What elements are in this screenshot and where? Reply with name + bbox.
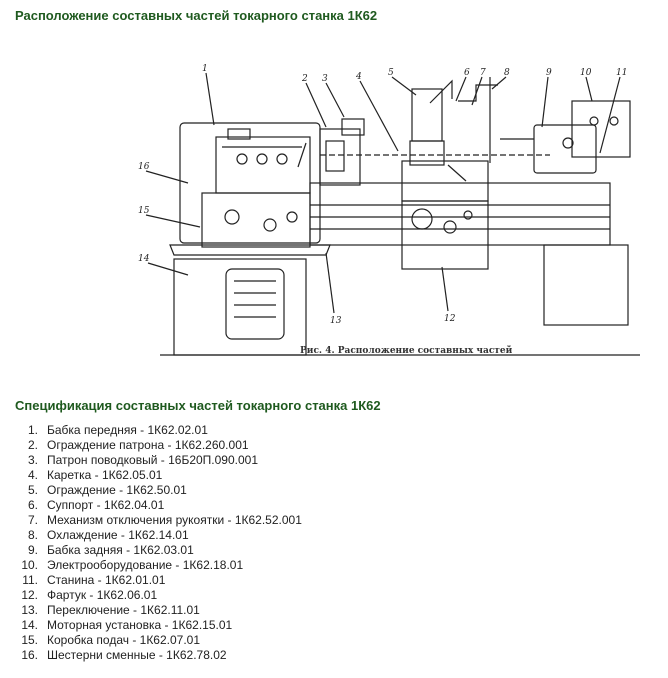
- callout-5: 5: [388, 68, 394, 78]
- item-number: 1.: [27, 423, 38, 437]
- item-text: Патрон поводковый - 16Б20П.090.001: [47, 453, 258, 467]
- apron: [401, 200, 489, 270]
- callout-3: 3: [322, 74, 328, 84]
- callout-9: 9: [546, 68, 552, 78]
- item-text: Охлаждение - 1К62.14.01: [47, 528, 189, 542]
- callout-10: 10: [580, 68, 592, 78]
- callout-8: 8: [504, 68, 510, 78]
- item-number: 13.: [21, 603, 38, 617]
- item-text: Бабка передняя - 1К62.02.01: [47, 423, 208, 437]
- item-number: 14.: [21, 618, 38, 632]
- page-title: Расположение составных частей токарного …: [15, 8, 378, 23]
- callout-2: 2: [301, 74, 308, 84]
- callout-4: 4: [355, 72, 362, 82]
- bed: [309, 182, 611, 246]
- item-number: 8.: [27, 528, 38, 542]
- item-number: 12.: [21, 588, 38, 602]
- item-number: 2.: [27, 438, 38, 452]
- lathe-diagram: 1 2 3 4 5 6 7 8 9 10 11 12 13 14 15 16: [138, 64, 640, 356]
- item-number: 16.: [21, 648, 38, 662]
- figure-caption: Рис. 4. Расположение составных частей: [300, 346, 513, 356]
- carriage: [401, 160, 489, 202]
- item-text: Фартук - 1К62.06.01: [47, 588, 158, 602]
- item-text: Электрооборудование - 1К62.18.01: [47, 558, 244, 572]
- item-text: Шестерни сменные - 1К62.78.02: [47, 648, 227, 662]
- item-number: 3.: [27, 453, 38, 467]
- item-number: 15.: [21, 633, 38, 647]
- item-number: 6.: [27, 498, 38, 512]
- headstock: [179, 122, 321, 244]
- callout-15: 15: [138, 206, 150, 216]
- item-number: 5.: [27, 483, 38, 497]
- callout-6: 6: [464, 68, 470, 78]
- item-number: 4.: [27, 468, 38, 482]
- callout-14: 14: [138, 254, 150, 264]
- motor-unit: [173, 258, 307, 356]
- item-number: 11.: [22, 573, 38, 587]
- item-text: Ограждение - 1К62.50.01: [47, 483, 187, 497]
- tailstock: [533, 124, 597, 174]
- item-text: Переключение - 1К62.11.01: [47, 603, 200, 617]
- item-text: Механизм отключения рукоятки - 1К62.52.0…: [47, 513, 302, 527]
- item-text: Суппорт - 1К62.04.01: [47, 498, 165, 512]
- item-text: Ограждение патрона - 1К62.260.001: [47, 438, 249, 452]
- item-number: 9.: [27, 543, 38, 557]
- item-text: Каретка - 1К62.05.01: [47, 468, 163, 482]
- callout-11: 11: [616, 68, 627, 78]
- item-text: Коробка подач - 1К62.07.01: [47, 633, 201, 647]
- callout-12: 12: [444, 314, 456, 324]
- feed-box: [201, 192, 311, 248]
- callout-7: 7: [480, 68, 486, 78]
- item-text: Моторная установка - 1К62.15.01: [47, 618, 233, 632]
- callout-13: 13: [330, 316, 342, 326]
- callout-1: 1: [202, 64, 208, 74]
- item-text: Станина - 1К62.01.01: [47, 573, 166, 587]
- spec-title: Спецификация составных частей токарного …: [15, 398, 381, 413]
- callout-16: 16: [138, 162, 150, 172]
- electrical-cabinet: [571, 100, 631, 158]
- chuck-guard: [319, 128, 361, 186]
- item-number: 7.: [27, 513, 38, 527]
- item-text: Бабка задняя - 1К62.03.01: [47, 543, 194, 557]
- item-number: 10.: [21, 558, 38, 572]
